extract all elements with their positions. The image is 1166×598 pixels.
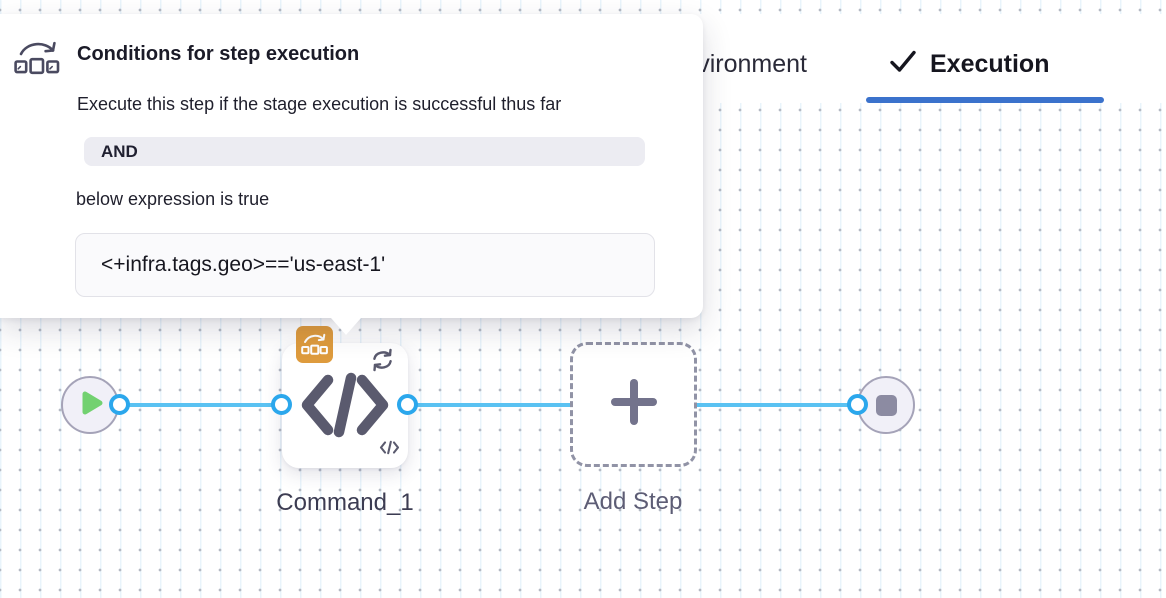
active-tab-underline (866, 97, 1104, 103)
tab-execution[interactable]: Execution (889, 48, 1049, 81)
and-operator-badge: AND (84, 137, 645, 166)
step-node-command-1[interactable] (282, 326, 408, 468)
conditional-execution-icon (14, 38, 60, 76)
connector-line (697, 403, 858, 407)
condition-expression: <+infra.tags.geo>=='us-east-1' (75, 233, 655, 297)
connector-line (408, 403, 570, 407)
add-step-label: Add Step (583, 488, 683, 515)
tab-execution-label: Execution (930, 50, 1050, 78)
connector-port[interactable] (847, 394, 868, 415)
connector-port[interactable] (109, 394, 130, 415)
popover-caret (331, 318, 361, 335)
popover-description: Execute this step if the stage execution… (77, 94, 562, 114)
conditions-popover: Conditions for step execution Execute th… (0, 14, 703, 335)
conditional-execution-badge-icon[interactable] (296, 326, 333, 363)
connector-port[interactable] (397, 394, 418, 415)
add-step-button[interactable] (570, 342, 697, 467)
popover-title: Conditions for step execution (77, 43, 360, 65)
mini-code-icon (379, 440, 400, 460)
stop-icon (875, 394, 897, 416)
step-label-command-1: Command_1 (276, 489, 414, 516)
loop-icon (368, 346, 397, 379)
play-icon (81, 390, 104, 421)
checkmark-icon (889, 48, 917, 81)
popover-condition-intro: below expression is true (76, 189, 270, 209)
code-command-icon (298, 372, 392, 443)
connector-line (120, 403, 282, 407)
connector-port[interactable] (271, 394, 292, 415)
plus-icon (608, 376, 660, 433)
